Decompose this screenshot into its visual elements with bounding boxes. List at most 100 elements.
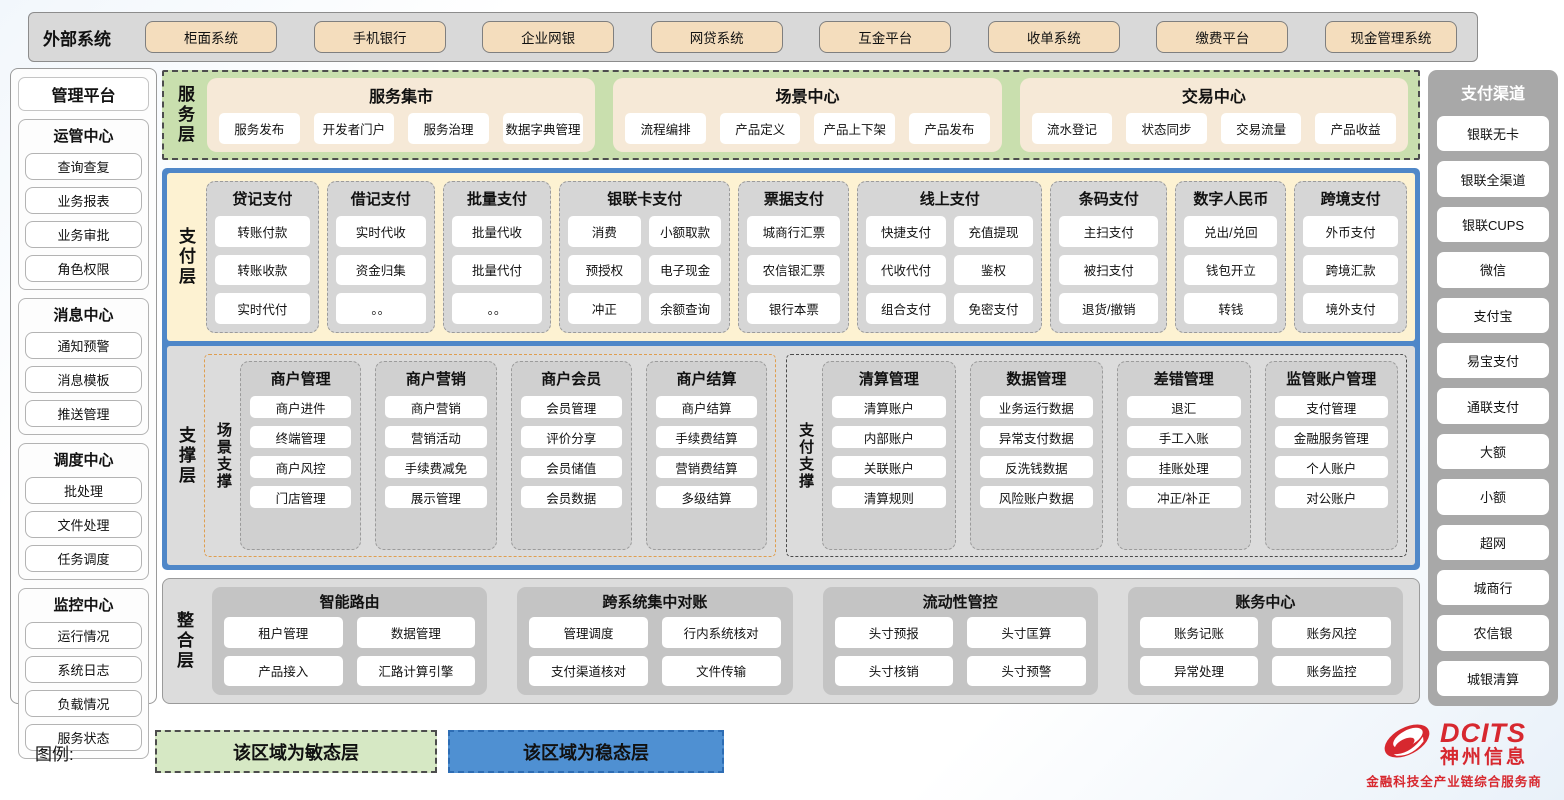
service-section: 交易中心流水登记状态同步交易流量产品收益	[1019, 78, 1408, 152]
support-item: 金融服务管理	[1274, 426, 1389, 448]
management-item: 服务状态	[25, 724, 142, 751]
payment-item: 实时代付	[215, 293, 310, 324]
support-item: 挂账处理	[1127, 456, 1241, 478]
payment-group-items: 主扫支付被扫支付退货/撤销	[1059, 216, 1159, 324]
dcits-logo-text: DCITS 神州信息	[1440, 719, 1528, 767]
support-group-title: 商户会员	[541, 371, 602, 388]
payment-item: 被扫支付	[1059, 254, 1159, 286]
dcits-company: 神州信息	[1439, 746, 1528, 768]
management-item: 查询查复	[25, 153, 142, 180]
integration-item: 头寸核销	[834, 655, 954, 686]
channel-item: 银联全渠道	[1437, 161, 1549, 197]
support-item: 退汇	[1127, 396, 1241, 418]
support-item: 手续费结算	[655, 426, 758, 448]
support-item: 关联账户	[832, 456, 946, 478]
integration-item: 头寸预警	[967, 655, 1086, 686]
payment-item: 小额取款	[648, 216, 722, 247]
payment-item: 境外支付	[1303, 293, 1398, 324]
payment-item: 跨境汇款	[1303, 254, 1398, 286]
management-item: 文件处理	[25, 511, 142, 538]
payment-group-title: 票据支付	[763, 191, 824, 208]
dcits-logo-row: DCITS 神州信息	[1380, 719, 1528, 768]
management-item: 系统日志	[25, 656, 142, 683]
support-group-items: 商户结算手续费结算营销费结算多级结算	[655, 396, 758, 540]
payment-group-title: 银联卡支付	[607, 191, 683, 208]
payment-group: 借记支付实时代收资金归集。。	[326, 181, 435, 333]
support-zone-label: 支付支撑	[797, 421, 815, 490]
service-item: 数据字典管理	[502, 113, 584, 144]
management-group-title: 消息中心	[53, 307, 114, 324]
integration-layer: 整合层 智能路由租户管理数据管理产品接入汇路计算引擎跨系统集中对账管理调度行内系…	[162, 578, 1420, 704]
support-group-title: 商户营销	[405, 371, 466, 388]
dcits-brand: DCITS	[1439, 718, 1526, 749]
payment-group: 线上支付快捷支付充值提现代收代付鉴权组合支付免密支付	[857, 181, 1043, 333]
payment-item: 转账收款	[215, 254, 310, 286]
payment-item: 鉴权	[953, 254, 1034, 286]
service-item: 产品收益	[1315, 113, 1396, 144]
support-group: 清算管理清算账户内部账户关联账户清算规则	[822, 361, 956, 550]
payment-group-items: 外币支付跨境汇款境外支付	[1303, 216, 1398, 324]
payment-item: 实时代收	[335, 216, 426, 247]
integration-section: 智能路由租户管理数据管理产品接入汇路计算引擎	[212, 587, 488, 695]
support-group: 商户结算商户结算手续费结算营销费结算多级结算	[645, 361, 768, 550]
payment-item: 余额查询	[648, 293, 722, 324]
channel-item: 微信	[1437, 252, 1549, 288]
integration-item: 账务记账	[1139, 617, 1259, 648]
payment-item: 冲正	[568, 293, 641, 324]
integration-item: 异常处理	[1139, 655, 1259, 686]
service-section: 场景中心流程编排产品定义产品上下架产品发布	[613, 78, 1002, 152]
channel-item: 城商行	[1437, 569, 1549, 606]
payment-group-title: 线上支付	[919, 191, 980, 208]
channel-item: 城银清算	[1437, 660, 1549, 697]
integration-item: 管理调度	[529, 617, 648, 648]
payment-item: 兑出/兑回	[1184, 216, 1278, 247]
service-layer-label: 服务层	[175, 85, 194, 145]
support-item: 支付管理	[1274, 396, 1389, 418]
service-item: 产品发布	[909, 113, 990, 144]
management-item: 批处理	[25, 477, 142, 504]
external-system-box: 现金管理系统	[1324, 21, 1457, 53]
support-group: 商户会员会员管理评价分享会员储值会员数据	[510, 361, 632, 550]
support-group: 差错管理退汇手工入账挂账处理冲正/补正	[1117, 361, 1251, 550]
integration-section-items: 租户管理数据管理产品接入汇路计算引擎	[224, 617, 476, 686]
service-item: 流水登记	[1031, 113, 1113, 144]
support-group: 商户管理商户进件终端管理商户风控门店管理	[240, 361, 362, 550]
service-item: 交易流量	[1220, 113, 1302, 144]
support-zone-dark: 支付支撑清算管理清算账户内部账户关联账户清算规则数据管理业务运行数据异常支付数据…	[786, 354, 1407, 557]
payment-group-title: 条码支付	[1078, 191, 1139, 208]
external-system-box: 企业网银	[482, 21, 615, 53]
integration-section-title: 智能路由	[319, 594, 380, 611]
external-system-box: 缴费平台	[1156, 21, 1289, 53]
payment-group: 批量支付批量代收批量代付。。	[442, 181, 552, 333]
support-item: 冲正/补正	[1127, 486, 1241, 508]
dcits-logo: DCITS 神州信息 金融科技全产业链综合服务商	[1354, 719, 1554, 790]
service-item: 状态同步	[1126, 113, 1207, 144]
external-system-box: 手机银行	[313, 21, 446, 53]
support-item: 个人账户	[1274, 456, 1389, 478]
integration-section-items: 账务记账账务风控异常处理账务监控	[1139, 617, 1391, 686]
payment-group-title: 借记支付	[350, 191, 411, 208]
support-zone-groups: 商户管理商户进件终端管理商户风控门店管理商户营销商户营销营销活动手续费减免展示管…	[240, 361, 768, 550]
channel-item: 通联支付	[1437, 388, 1549, 424]
legend-label: 图例:	[35, 745, 74, 764]
support-zone-label: 场景支撑	[215, 421, 232, 490]
service-item: 开发者门户	[313, 113, 395, 144]
integration-item: 头寸预报	[834, 617, 954, 648]
payment-channels-title: 支付渠道	[1460, 86, 1525, 103]
management-groups: 运管中心查询查复业务报表业务审批角色权限消息中心通知预警消息模板推送管理调度中心…	[18, 119, 149, 759]
management-group: 调度中心批处理文件处理任务调度	[18, 443, 149, 580]
payment-group-items: 快捷支付充值提现代收代付鉴权组合支付免密支付	[866, 216, 1034, 324]
payment-item: 银行本票	[747, 293, 841, 324]
support-item: 手工入账	[1127, 426, 1241, 448]
integration-item: 产品接入	[224, 655, 343, 686]
integration-item: 账务监控	[1272, 655, 1391, 686]
support-item: 业务运行数据	[979, 396, 1094, 418]
payment-item: 转钱	[1184, 293, 1278, 324]
management-group: 运管中心查询查复业务报表业务审批角色权限	[18, 119, 149, 290]
payment-item: 资金归集	[335, 254, 426, 286]
integration-item: 租户管理	[224, 617, 343, 648]
support-item: 内部账户	[832, 426, 946, 448]
integration-layer-sections: 智能路由租户管理数据管理产品接入汇路计算引擎跨系统集中对账管理调度行内系统核对支…	[208, 587, 1407, 695]
support-group: 商户营销商户营销营销活动手续费减免展示管理	[375, 361, 497, 550]
payment-group-items: 消费小额取款预授权电子现金冲正余额查询	[568, 216, 722, 324]
